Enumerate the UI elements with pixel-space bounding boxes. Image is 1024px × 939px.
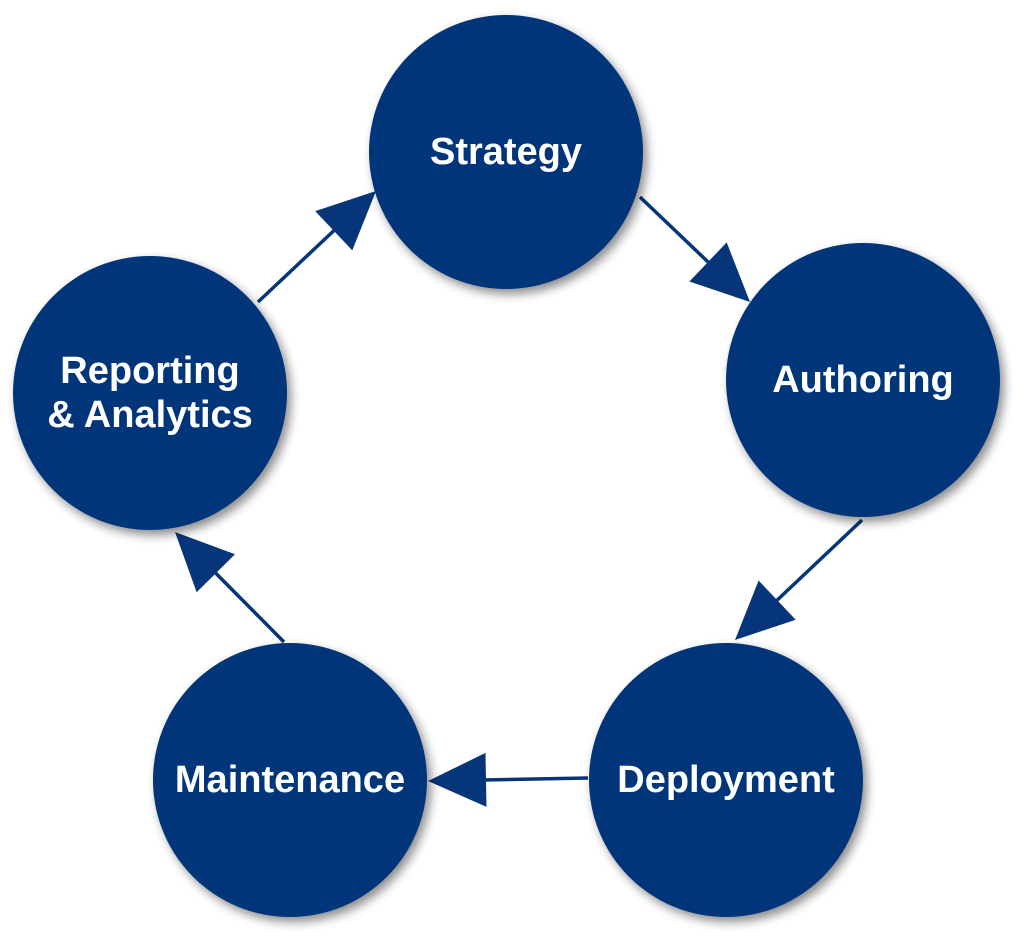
node-reporting-analytics: Reporting& Analytics	[13, 256, 287, 530]
node-label: Strategy	[430, 131, 582, 173]
arrowhead	[428, 752, 487, 807]
node-circle	[369, 15, 643, 289]
arrow-deployment-to-maintenance	[428, 752, 589, 807]
arrowhead	[315, 191, 376, 251]
node-label: Authoring	[772, 359, 954, 401]
arrow-authoring-to-deployment	[735, 518, 864, 640]
arrow-line	[211, 569, 286, 644]
node-authoring: Authoring	[726, 243, 1000, 517]
edges-layer	[175, 191, 864, 807]
arrow-line	[638, 195, 713, 266]
arrow-maintenance-to-reporting-analytics	[175, 532, 286, 644]
node-circle	[153, 643, 427, 917]
arrow-strategy-to-authoring	[638, 195, 750, 302]
node-label: & Analytics	[47, 394, 253, 436]
node-label: Reporting	[60, 350, 239, 392]
node-circle	[589, 643, 863, 917]
arrow-line	[481, 776, 589, 782]
arrowhead	[689, 242, 750, 302]
arrow-line	[256, 226, 338, 304]
node-circle	[13, 256, 287, 530]
node-label: Maintenance	[175, 759, 405, 801]
arrow-line	[773, 518, 864, 605]
node-label: Deployment	[617, 759, 835, 801]
node-deployment: Deployment	[589, 643, 863, 917]
node-circle	[726, 243, 1000, 517]
arrowhead	[735, 580, 796, 640]
node-maintenance: Maintenance	[153, 643, 427, 917]
arrow-reporting-analytics-to-strategy	[256, 191, 376, 304]
arrowhead	[175, 532, 236, 593]
node-strategy: Strategy	[369, 15, 643, 289]
